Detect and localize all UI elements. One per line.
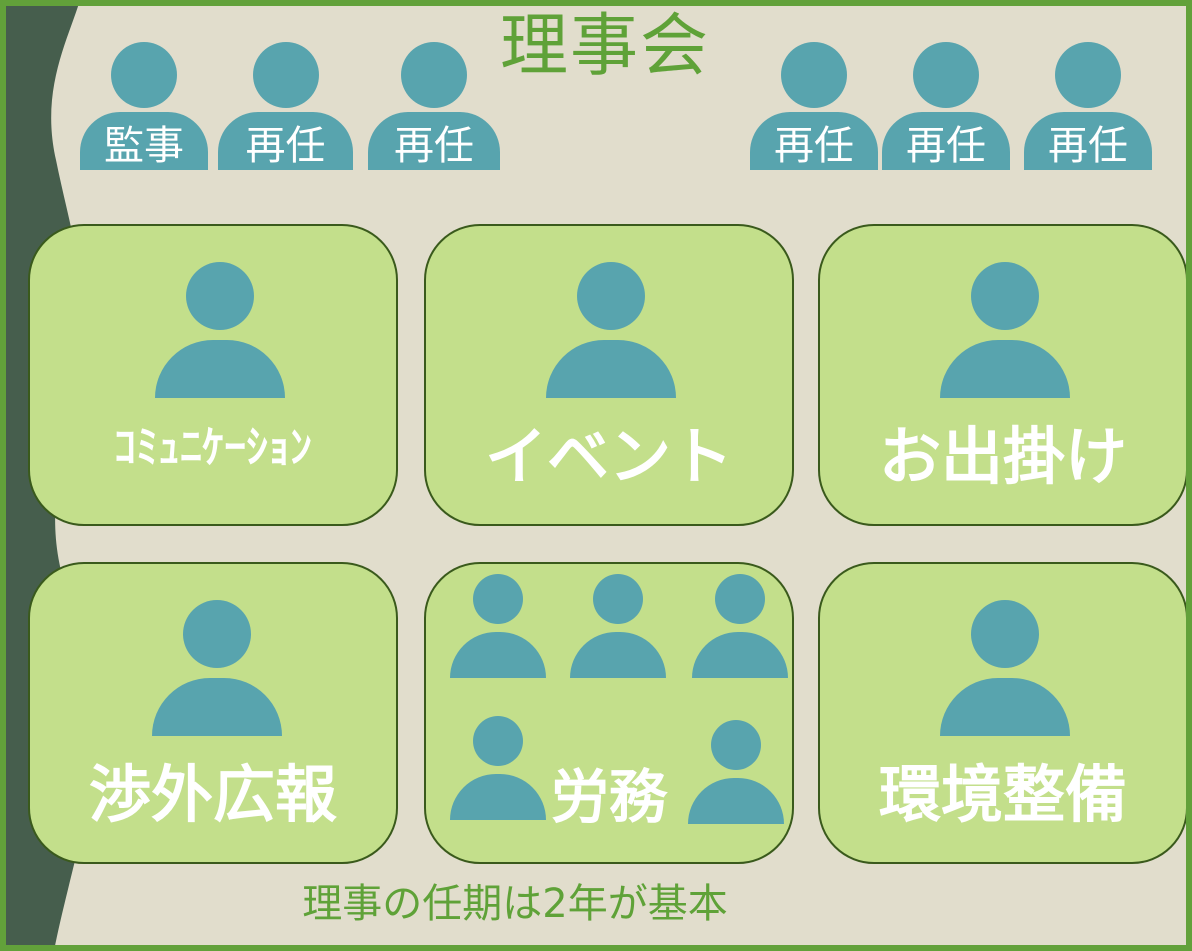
person-icon [781, 42, 847, 108]
person-icon [450, 574, 546, 678]
person-icon [940, 262, 1070, 398]
committee-labor: 労務 [424, 562, 794, 864]
person-icon [450, 716, 546, 820]
person-icon [155, 262, 285, 398]
board-member-role: 再任 [218, 112, 353, 170]
committee-label: イベント [484, 420, 733, 493]
committee-public-relations: 渉外広報 [28, 562, 398, 864]
person-icon [688, 720, 784, 824]
person-icon [111, 42, 177, 108]
board-member-reappointed: 再任 [368, 42, 500, 182]
person-icon [152, 600, 282, 736]
person-icon [252, 42, 319, 108]
committee-outing: お出掛け [818, 224, 1188, 526]
committee-label: ｺﾐｭﾆｹｰｼｮﾝ [114, 422, 312, 473]
board-member-auditor: 監事 [80, 42, 208, 182]
board-member-role: 再任 [368, 112, 500, 170]
person-icon [940, 600, 1070, 736]
board-member-reappointed: 再任 [1024, 42, 1152, 182]
board-member-role: 再任 [750, 112, 878, 170]
board-member-reappointed: 再任 [882, 42, 1010, 182]
committee-label: 労務 [550, 763, 667, 831]
committee-label: 環境整備 [878, 758, 1127, 831]
committee-communication: ｺﾐｭﾆｹｰｼｮﾝ [28, 224, 398, 526]
board-member-reappointed: 再任 [750, 42, 878, 182]
person-icon [913, 42, 979, 108]
board-member-role: 再任 [882, 112, 1010, 170]
person-icon [546, 262, 676, 398]
term-note: 理事の任期は2年が基本 [302, 881, 728, 927]
person-icon [692, 574, 788, 678]
committee-label: お出掛け [878, 420, 1127, 493]
board-member-role: 再任 [1024, 112, 1152, 170]
board-title: 理事会 [499, 7, 710, 86]
board-member-role: 監事 [80, 112, 208, 170]
person-icon [570, 574, 666, 678]
person-icon [401, 42, 467, 108]
committee-label: 渉外広報 [88, 758, 337, 831]
committee-environment: 環境整備 [818, 562, 1188, 864]
committee-event: イベント [424, 224, 794, 526]
person-icon [1055, 42, 1121, 108]
board-member-reappointed: 再任 [218, 42, 353, 182]
